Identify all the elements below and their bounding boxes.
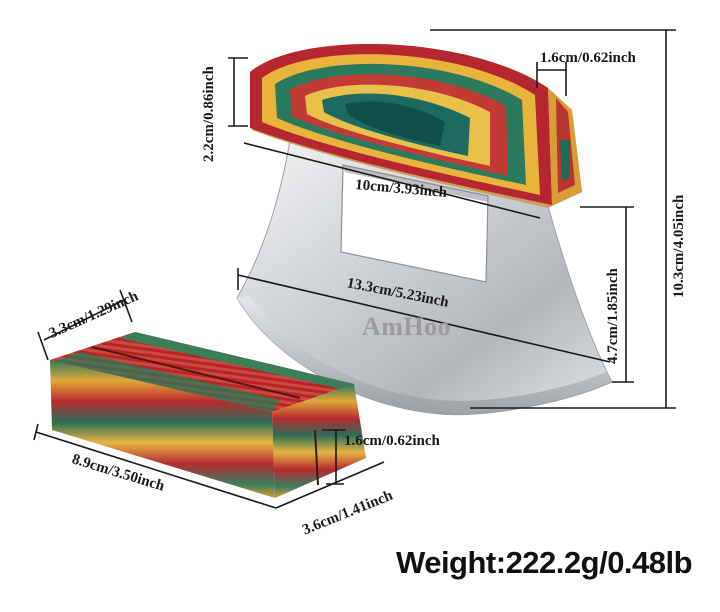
blade-height-label: 4.7cm/1.85inch (605, 268, 621, 364)
weight-label: Weight:222.2g/0.48lb (396, 545, 693, 580)
stand (50, 332, 366, 498)
stand-slot-label: 1.6cm/0.62inch (344, 433, 440, 449)
brand-logo-text: AmHoo (362, 312, 452, 341)
blade (236, 139, 613, 416)
dimension-lines (33, 29, 676, 509)
handle-thickness-label: 1.6cm/0.62inch (540, 50, 636, 66)
handle-height-label: 2.2cm/0.86inch (201, 66, 217, 162)
total-height-label: 10.3cm/4.05inch (671, 194, 687, 298)
handle (250, 43, 582, 208)
